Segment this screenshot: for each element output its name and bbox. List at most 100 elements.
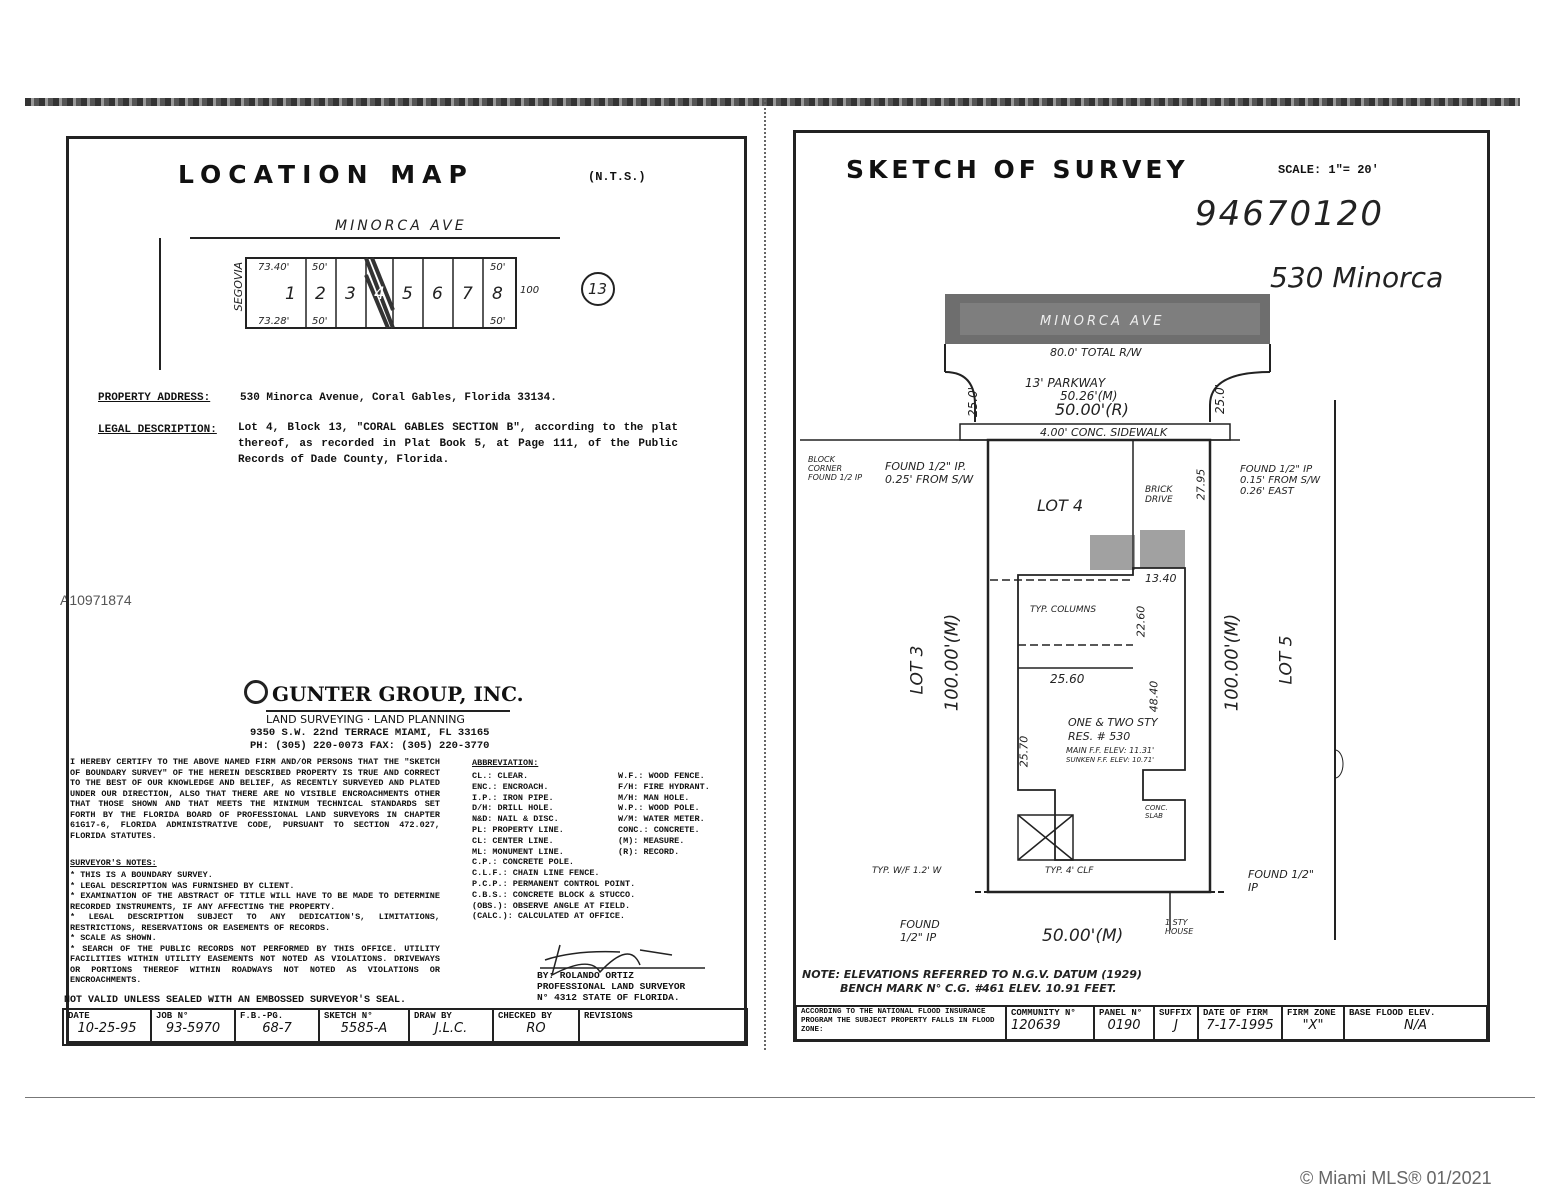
survey-slab: CONC. SLAB: [1145, 804, 1168, 820]
abbr: CONC.: CONCRETE.: [618, 824, 700, 835]
dim-5: 50': [490, 262, 506, 273]
abbr: (CALC.): CALCULATED AT OFFICE.: [472, 911, 626, 922]
bottom-rule: [25, 1097, 1535, 1098]
survey-scale: SCALE: 1"= 20': [1278, 163, 1379, 177]
company-logo-icon: [244, 680, 268, 704]
survey-d1: 25.60: [1050, 672, 1085, 686]
base-flood-label: BASE FLOOD ELEV.: [1349, 1008, 1436, 1018]
street-minorca: MINORCA AVE: [335, 218, 467, 234]
firm-zone-label: FIRM ZONE: [1287, 1008, 1336, 1018]
survey-house-2: RES. # 530: [1068, 730, 1131, 743]
survey-parkway: 13' PARKWAY: [1025, 376, 1106, 390]
lot-1: 1: [285, 284, 296, 304]
firm-date-value: 7-17-1995: [1206, 1018, 1274, 1033]
abbr: W/M: WATER METER.: [618, 814, 705, 825]
survey-d2: 13.40: [1145, 572, 1177, 585]
lot-8: 8: [492, 284, 503, 304]
bench-mark-note: BENCH MARK N° C.G. #461 ELEV. 10.91 FEET…: [840, 982, 1117, 995]
dim-6: 50': [490, 316, 506, 327]
sketch-label: SKETCH N°: [324, 1011, 373, 1021]
survey-d4: 48.40: [1147, 680, 1161, 713]
mls-watermark: © Miami MLS® 01/2021: [1300, 1168, 1492, 1188]
surveyor-license: N° 4312 STATE OF FLORIDA.: [537, 992, 680, 1003]
scan-top-band: [25, 98, 1520, 106]
survey-total-rw: 80.0' TOTAL R/W: [1050, 346, 1142, 359]
survey-dim-m: 50.26'(M): [1060, 389, 1118, 403]
survey-bottom-dim: 50.00'(M): [1042, 926, 1124, 946]
survey-title: SKETCH OF SURVEY: [846, 155, 1189, 184]
abbr: (M): MEASURE.: [618, 835, 685, 846]
note-item: * LEGAL DESCRIPTION WAS FURNISHED BY CLI…: [70, 880, 295, 891]
surveyor-notes: * THIS IS A BOUNDARY SURVEY. * LEGAL DES…: [70, 870, 440, 986]
abbr: P.C.P.: PERMANENT CONTROL POINT.: [472, 878, 636, 889]
survey-house-4: SUNKEN F.F. ELEV: 10.71': [1066, 756, 1155, 764]
survey-found-3: FOUND 1/2" IP: [900, 918, 940, 944]
dim-4: 50': [312, 316, 328, 327]
survey-house-1: ONE & TWO STY: [1068, 716, 1158, 729]
date-value: 10-25-95: [77, 1021, 137, 1036]
file-number: 94670120: [1195, 194, 1385, 234]
company-address: 9350 S.W. 22nd TERRACE MIAMI, FL 33165: [250, 727, 490, 739]
base-flood-value: N/A: [1404, 1018, 1427, 1033]
community-value: 120639: [1011, 1018, 1061, 1033]
dim-3: 73.28': [258, 316, 290, 327]
sketch-value: 5585-A: [340, 1021, 388, 1036]
survey-d6: 27.95: [1194, 468, 1208, 501]
abbr: W.F.: WOOD FENCE.: [618, 771, 705, 781]
lot-7: 7: [462, 284, 473, 304]
location-map-title: LOCATION MAP: [178, 160, 474, 189]
survey-d5: 25.70: [1017, 735, 1031, 768]
dim-2: 50': [312, 262, 328, 273]
abbr: F/H: FIRE HYDRANT.: [618, 781, 710, 792]
suffix-value: J: [1174, 1018, 1178, 1033]
survey-found-4: FOUND 1/2" IP: [1248, 868, 1314, 894]
note-item: * EXAMINATION OF THE ABSTRACT OF TITLE W…: [70, 891, 440, 912]
block-number: 13: [588, 280, 608, 298]
drawn-label: DRAW BY: [414, 1011, 452, 1021]
abbr: I.P.: IRON PIPE.: [472, 792, 554, 803]
surveyor-name: BY: ROLANDO ORTIZ: [537, 970, 634, 981]
abbr: M/H: MAN HOLE.: [618, 792, 690, 803]
survey-d3: 22.60: [1134, 605, 1148, 638]
survey-corner: BLOCK CORNER FOUND 1/2 IP: [808, 455, 863, 482]
survey-r1: 25.0': [966, 386, 981, 418]
seal-notice: NOT VALID UNLESS SEALED WITH AN EMBOSSED…: [64, 995, 407, 1006]
survey-street: MINORCA AVE: [1040, 314, 1165, 329]
abbr: C.L.F.: CHAIN LINE FENCE.: [472, 868, 600, 879]
sketch-of-survey-sheet: [793, 130, 1490, 1042]
flood-zone-block: ACCORDING TO THE NATIONAL FLOOD INSURANC…: [795, 1005, 1488, 1041]
fb-label: F.B.-PG.: [240, 1011, 284, 1021]
abbr: CL: CENTER LINE.: [472, 835, 554, 846]
survey-lot3: LOT 3: [907, 645, 928, 695]
lot-3: 3: [345, 284, 356, 304]
survey-sidewalk: 4.00' CONC. SIDEWALK: [1040, 426, 1168, 439]
address-value: 530 Minorca Avenue, Coral Gables, Florid…: [240, 392, 557, 404]
note-item: * LEGAL DESCRIPTION SUBJECT TO ANY DEDIC…: [70, 912, 440, 933]
note-item: * SCALE AS SHOWN.: [70, 933, 157, 943]
abbr: (OBS.): OBSERVE ANGLE AT FIELD.: [472, 900, 631, 911]
abbr: ENC.: ENCROACH.: [472, 781, 549, 792]
note-item: * THIS IS A BOUNDARY SURVEY.: [70, 870, 213, 880]
lot-2: 2: [315, 284, 326, 304]
surveyor-notes-title: SURVEYOR'S NOTES:: [70, 858, 157, 868]
surveyor-block: BY: ROLANDO ORTIZ PROFESSIONAL LAND SURV…: [537, 970, 685, 1003]
abbr: CL.: CLEAR.: [472, 771, 529, 781]
abbr: W.P.: WOOD POLE.: [618, 803, 700, 814]
checked-label: CHECKED BY: [498, 1011, 553, 1021]
company-tagline: LAND SURVEYING · LAND PLANNING: [266, 710, 510, 726]
survey-dim-r: 50.00'(R): [1055, 400, 1129, 419]
survey-side-right: 100.00'(M): [1221, 613, 1243, 712]
company-phone: PH: (305) 220-0073 FAX: (305) 220-3770: [250, 740, 490, 752]
firm-zone-value: "X": [1302, 1018, 1324, 1033]
abbr: C.B.S.: CONCRETE BLOCK & STUCCO.: [472, 889, 636, 900]
firm-date-label: DATE OF FIRM: [1203, 1008, 1268, 1018]
company-name: GUNTER GROUP, INC.: [272, 682, 524, 706]
lot-4: 4: [374, 284, 385, 304]
abbreviations-left: CL.: CLEAR.ENC.: ENCROACH.I.P.: IRON PIP…: [472, 771, 635, 922]
lot-6: 6: [432, 284, 443, 304]
fb-value: 68-7: [262, 1021, 292, 1036]
panel-label: PANEL N°: [1099, 1008, 1143, 1018]
